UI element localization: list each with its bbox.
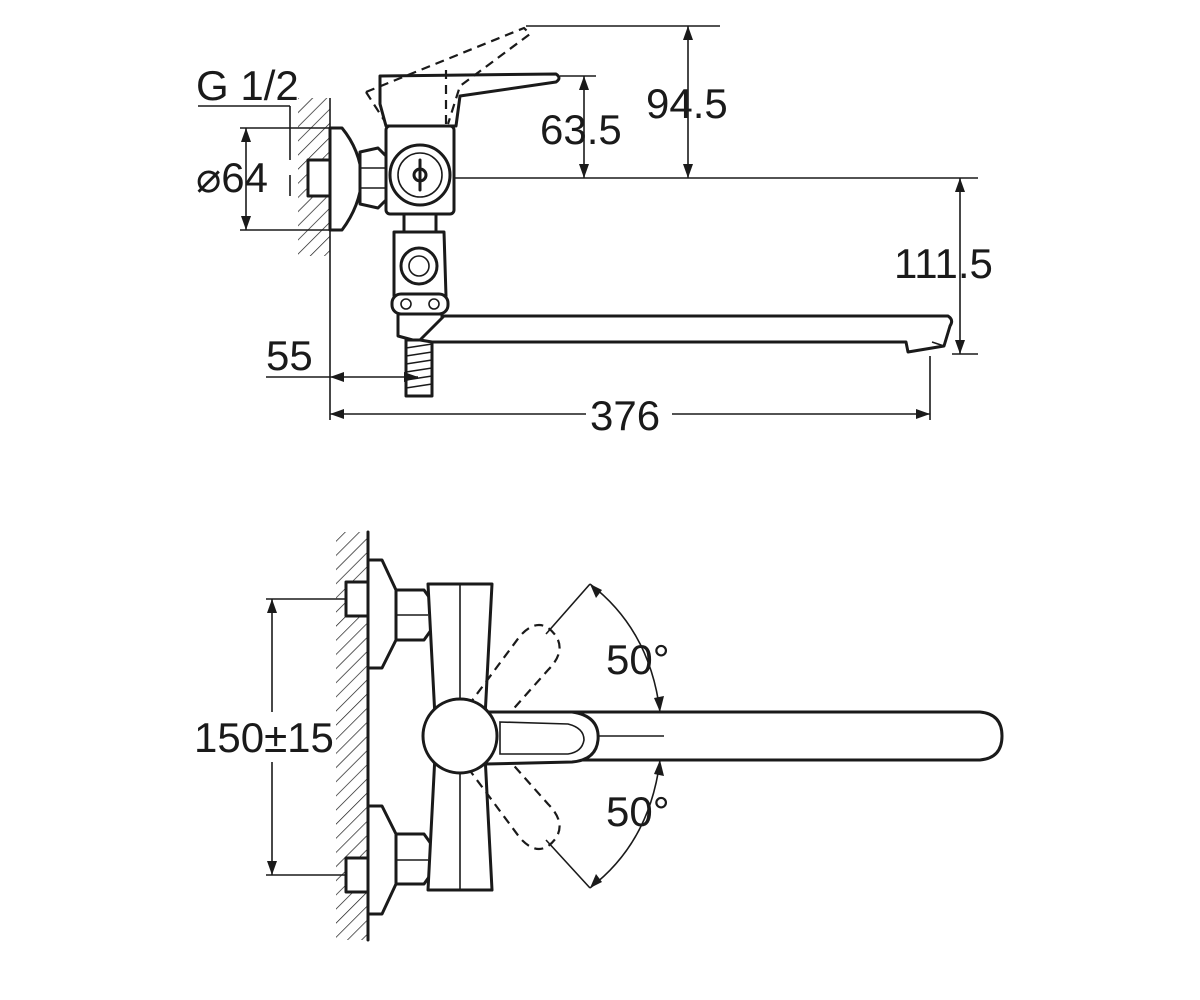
dim-centers: 150±15 — [194, 598, 346, 876]
thread-label: G 1/2 — [196, 62, 299, 109]
dim-thread: G 1/2 — [196, 62, 299, 196]
centers-label: 150±15 — [194, 714, 334, 761]
lever-handle-top — [484, 710, 600, 766]
spout-drop-label: 111.5 — [894, 240, 993, 287]
spout-reach-label: 376 — [590, 392, 660, 439]
dim-spout-drop: 111.5 — [894, 178, 993, 355]
lever-handle — [378, 72, 561, 128]
spout — [418, 314, 954, 354]
angle-up-label: 50° — [606, 636, 670, 683]
lever-handle-raised — [365, 26, 532, 128]
wall-offset-label: 55 — [266, 332, 313, 379]
lower-connector — [344, 804, 436, 916]
upper-connector — [344, 558, 436, 670]
dim-spout-reach: 376 — [330, 356, 931, 439]
dim-wall-offset: 55 — [266, 332, 418, 382]
handle-cap — [421, 697, 499, 775]
top-view: 50° 50° 150±15 — [194, 530, 1004, 942]
lever-handle-rotated — [467, 623, 561, 851]
flange-diameter-label: ⌀64 — [196, 154, 268, 201]
eccentric-nut — [358, 146, 388, 210]
mixer-body — [384, 124, 456, 216]
hose-connector — [404, 338, 434, 398]
side-view: G 1/2 ⌀64 94.5 63.5 — [196, 25, 993, 439]
dim-handle-max-height: 94.5 — [526, 25, 728, 178]
dim-angle-up: 50° — [545, 583, 670, 713]
dim-flange-diameter: ⌀64 — [196, 127, 330, 231]
dim-angle-down: 50° — [545, 759, 670, 889]
handle-height-label: 63.5 — [540, 106, 622, 153]
angle-down-label: 50° — [606, 788, 670, 835]
handle-max-height-label: 94.5 — [646, 80, 728, 127]
spout-top — [490, 710, 1004, 762]
dim-handle-height: 63.5 — [540, 75, 622, 178]
